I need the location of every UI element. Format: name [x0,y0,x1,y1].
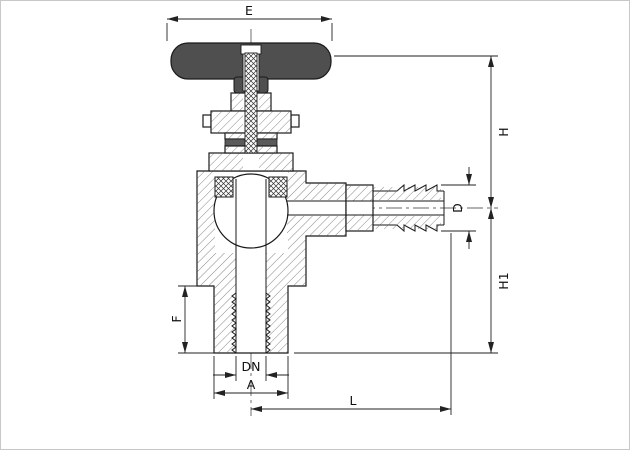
dimension-dn: DN [213,356,289,381]
dimension-h-label: H [496,127,511,136]
valve-handle [170,42,332,154]
left-thread-profile [231,292,237,354]
dimension-h1: H1 [294,208,511,354]
dimension-d-label: D [450,203,465,213]
barb-section-hatching [346,186,441,230]
hose-barb-outlet [287,183,445,233]
dimension-d: D [441,167,476,249]
dimension-f-label: F [169,315,184,322]
left-seat [215,177,233,197]
dimension-e: E [166,3,333,41]
dimension-l: L [251,233,452,415]
dimension-dn-label: DN [242,359,261,374]
dimension-f: F [169,285,214,354]
nut-left-tab [202,114,212,128]
right-thread-profile [265,292,271,354]
body-section-hatching [197,153,346,353]
dimension-h: H [334,55,511,208]
right-seat [269,177,287,197]
dimension-h1-label: H1 [496,272,511,289]
dimension-e-label: E [245,3,253,18]
valve-seats [214,176,288,198]
dimension-l-label: L [350,393,357,408]
dimension-a-label: A [247,377,256,392]
bottom-inlet-threads [231,292,271,354]
dimension-a: A [213,356,289,399]
nut-right-tab [290,114,300,128]
valve-stem [245,53,257,153]
